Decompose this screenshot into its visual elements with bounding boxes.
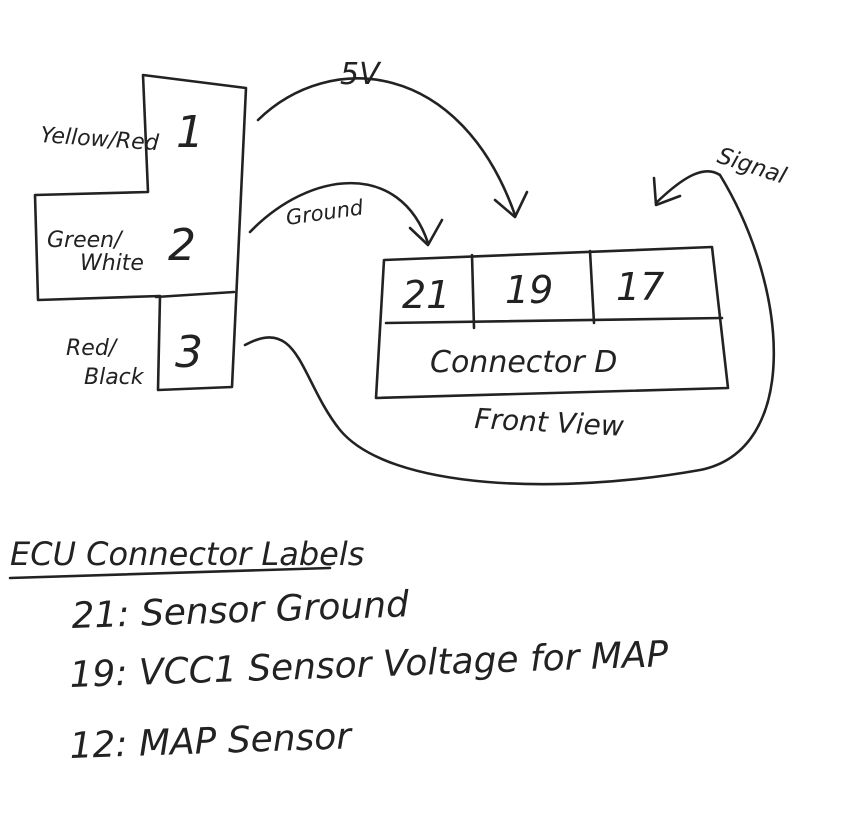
sensor-pin-divider bbox=[154, 290, 236, 299]
sensor-pin-2-number: 2 bbox=[168, 220, 196, 271]
ecu-pin-19: 19 bbox=[505, 268, 553, 312]
ecu-connector-outline bbox=[374, 245, 730, 400]
legend-title: ECU Connector Labels bbox=[10, 535, 364, 573]
ecu-connector-col-divider-1 bbox=[470, 253, 476, 330]
legend-item-1: 21: Sensor Ground bbox=[71, 584, 411, 637]
legend-item-3: 12: MAP Sensor bbox=[69, 716, 354, 767]
wire-signal bbox=[243, 169, 776, 486]
wire-ground bbox=[248, 181, 430, 245]
wire-color-pin-2-line2: White bbox=[80, 251, 144, 276]
wire-5v bbox=[256, 77, 517, 217]
ecu-pin-17: 17 bbox=[616, 265, 664, 309]
wire-color-pin-2-line1: Green/ bbox=[47, 228, 124, 253]
ecu-connector-col-divider-2 bbox=[588, 249, 596, 325]
wire-ground-label: Ground bbox=[284, 195, 365, 230]
wire-5v-label: 5V bbox=[340, 57, 382, 92]
sensor-pin-3-number: 3 bbox=[175, 327, 203, 378]
wire-color-pin-3-line2: Black bbox=[84, 365, 145, 390]
wire-signal-arrowhead bbox=[652, 176, 682, 207]
legend-item-2: 19: VCC1 Sensor Voltage for MAP bbox=[69, 634, 669, 696]
ecu-pin-21: 21 bbox=[402, 273, 450, 317]
wire-ground-arrowhead bbox=[408, 218, 444, 247]
wire-color-pin-1: Yellow/Red bbox=[40, 123, 161, 156]
wire-5v-arrowhead bbox=[493, 190, 529, 219]
wire-color-pin-3-line1: Red/ bbox=[66, 336, 119, 361]
legend-title-underline bbox=[8, 566, 332, 580]
sensor-pin-1-number: 1 bbox=[176, 107, 204, 158]
ecu-connector-name: Connector D bbox=[430, 345, 617, 380]
ecu-view-label: Front View bbox=[474, 402, 625, 443]
ecu-connector-row-divider bbox=[384, 316, 724, 325]
